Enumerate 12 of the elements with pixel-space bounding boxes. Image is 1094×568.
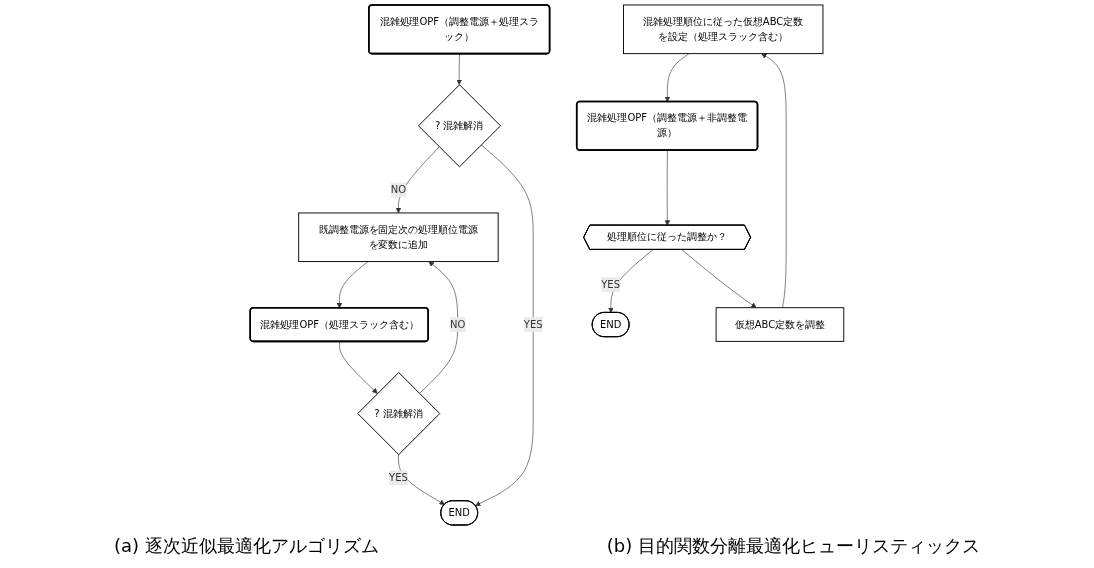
edge-label: YES xyxy=(523,318,543,331)
edge-label: NO xyxy=(390,183,407,196)
node-diamond: ? 混雑解消 xyxy=(418,84,501,168)
node-box: 仮想ABC定数を調整 xyxy=(715,307,845,342)
caption: (b) 目的関数分離最適化ヒューリスティックス xyxy=(606,534,980,558)
caption: (a) 逐次近似最適化アルゴリズム xyxy=(114,534,379,558)
edge-label: YES xyxy=(389,471,408,484)
edge-label: NO xyxy=(449,318,466,331)
node-diamond: ? 混雑解消 xyxy=(357,372,441,456)
node-box: 既調整電源を固定次の処理順位電源を変数に追加 xyxy=(298,212,499,263)
edge-label: YES xyxy=(601,278,620,291)
node-box: 混雑処理順位に従った仮想ABC定数を設定（処理スラック含む） xyxy=(623,4,824,55)
